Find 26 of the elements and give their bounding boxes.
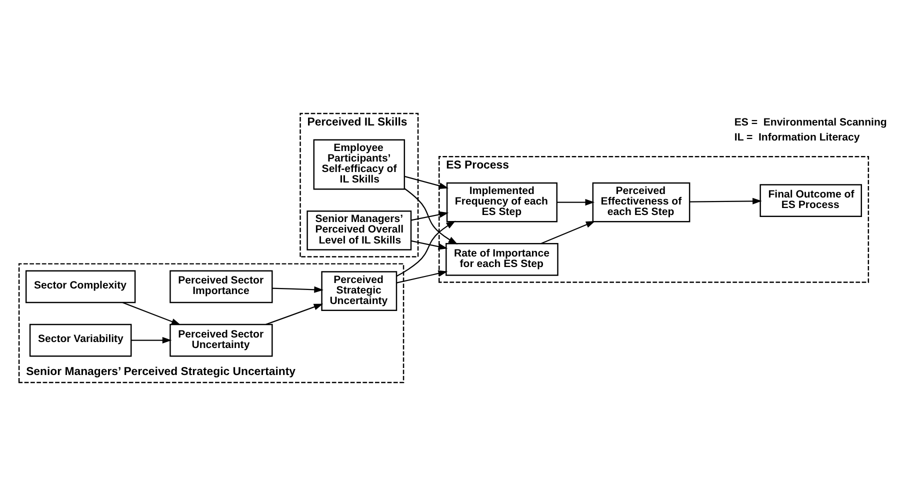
arrow <box>411 210 449 220</box>
node-box: Final Outcome of ES Process <box>760 184 862 216</box>
arrow <box>396 270 448 283</box>
arrow <box>557 198 595 206</box>
arrow <box>396 220 456 276</box>
arrow <box>540 220 596 244</box>
node-box: Senior Managers’ Perceived Overall Level of IL Skills <box>306 210 412 250</box>
arrow <box>131 336 172 344</box>
arrow <box>404 188 458 244</box>
node-box: Employee Participants’ Self-efficacy of IL Skills <box>313 138 406 190</box>
node-box: Sector Complexity <box>25 270 136 303</box>
node-box: Rate of Importance for each ES Step <box>446 242 558 276</box>
node-box: Perceived Strategic Uncertainty <box>321 270 398 310</box>
label: IL = Information Literacy <box>734 130 860 143</box>
arrow <box>122 302 181 325</box>
arrow <box>411 240 448 250</box>
arrow <box>690 197 762 204</box>
node-box: Perceived Sector Importance <box>170 270 273 303</box>
node-box: Perceived Effectiveness of each ES Step <box>592 182 690 222</box>
node-box: Perceived Sector Uncertainty <box>170 323 273 356</box>
arrow <box>266 303 324 324</box>
label: ES = Environmental Scanning <box>734 116 887 128</box>
node-box: Sector Variability <box>29 323 132 356</box>
node-box: Implemented Frequency of each ES Step <box>446 182 558 222</box>
arrow <box>404 175 449 188</box>
arrow <box>272 286 324 292</box>
